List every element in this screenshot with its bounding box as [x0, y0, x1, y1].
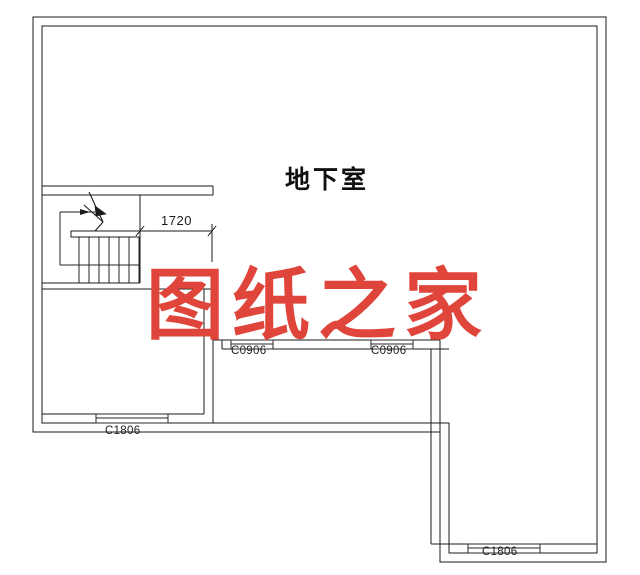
window-c0906-left [230, 339, 274, 350]
room-label-basement: 地下室 [285, 165, 370, 194]
dimension-1720 [135, 224, 217, 265]
interior-partitions [42, 185, 597, 553]
window-tag-c1806-right: C1806 [482, 546, 518, 558]
window-c0906-right [370, 339, 414, 350]
outer-wall-outline [32, 16, 607, 563]
staircase [59, 191, 141, 283]
window-tag-c1806-left: C1806 [105, 425, 141, 437]
dimension-label-1720: 1720 [161, 213, 192, 228]
window-tag-c0906-left: C0906 [231, 345, 267, 357]
window-c1806-right [467, 543, 541, 554]
window-c1806-left [95, 413, 169, 424]
window-tag-c0906-right: C0906 [371, 345, 407, 357]
